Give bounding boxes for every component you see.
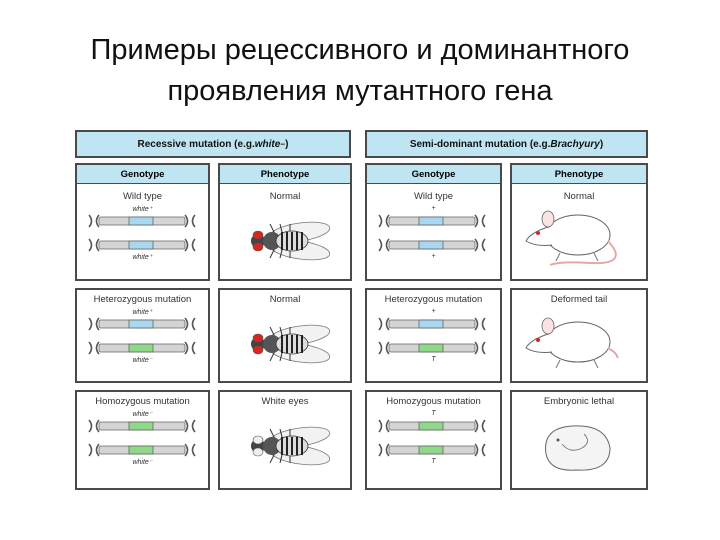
phenotype-illustration <box>220 308 350 378</box>
phenotype-illustration <box>220 410 350 480</box>
chromosome-bottom <box>379 342 485 354</box>
fly-eye <box>253 231 263 239</box>
recessive-header-close: ) <box>285 139 288 150</box>
title-line-2: проявления мутантного гена <box>0 71 720 112</box>
genotype-label: Heterozygous mutation <box>77 294 208 305</box>
chromosome-bottom <box>379 444 485 456</box>
chromosome-pair <box>77 414 207 474</box>
fly-eye <box>253 436 263 444</box>
phenotype-illustration <box>512 205 642 275</box>
recessive-phenotype-header: Phenotype <box>220 165 350 184</box>
chromosome-pair <box>367 414 497 474</box>
semidominant-genotype-header: Genotype <box>367 165 500 184</box>
recessive-phenotype-panel-1: Normal <box>218 288 352 383</box>
genotype-label: Homozygous mutation <box>77 396 208 407</box>
chromosome-top <box>379 420 485 432</box>
chromosome-top <box>89 420 195 432</box>
semidominant-phenotype-panel-2: Embryonic lethal <box>510 390 648 490</box>
chromosome-top <box>379 215 485 227</box>
chromosome-bottom <box>89 239 195 251</box>
semidominant-phenotype-panel-1: Deformed tail <box>510 288 648 383</box>
genotype-label: Wild type <box>367 191 500 202</box>
phenotype-label: Deformed tail <box>512 294 646 305</box>
phenotype-illustration <box>220 205 350 275</box>
semidominant-phenotype-header: Phenotype <box>512 165 646 184</box>
fruit-fly-icon <box>251 424 331 468</box>
genotype-label: Wild type <box>77 191 208 202</box>
phenotype-label: Normal <box>220 191 350 202</box>
recessive-header-text: Recessive mutation (e.g. <box>137 139 254 150</box>
fly-eye <box>253 334 263 342</box>
recessive-phenotype-panel-2: White eyes <box>218 390 352 490</box>
phenotype-label: White eyes <box>220 396 350 407</box>
semidominant-header-close: ) <box>600 139 603 150</box>
recessive-header-gene: white <box>255 139 281 150</box>
embryo-icon <box>546 426 610 470</box>
recessive-genotype-header: Genotype <box>77 165 208 184</box>
recessive-header: Recessive mutation (e.g. white−) <box>75 130 351 158</box>
genotype-label: Homozygous mutation <box>367 396 500 407</box>
genotype-label: Heterozygous mutation <box>367 294 500 305</box>
phenotype-label: Normal <box>220 294 350 305</box>
chromosome-top <box>379 318 485 330</box>
chromosome-pair <box>367 312 497 372</box>
semidominant-header: Semi-dominant mutation (e.g. Brachyury) <box>365 130 648 158</box>
chromosome-pair <box>367 209 497 269</box>
fruit-fly-icon <box>251 219 331 263</box>
chromosome-pair <box>77 312 207 372</box>
phenotype-illustration <box>512 410 642 480</box>
phenotype-label: Embryonic lethal <box>512 396 646 407</box>
slide-title: Примеры рецессивного и доминантного проя… <box>0 30 720 112</box>
chromosome-top <box>89 215 195 227</box>
title-line-1: Примеры рецессивного и доминантного <box>0 30 720 71</box>
phenotype-illustration <box>512 308 642 378</box>
fruit-fly-icon <box>251 322 331 366</box>
chromosome-pair <box>77 209 207 269</box>
semidominant-header-text: Semi-dominant mutation (e.g. <box>410 139 551 150</box>
phenotype-label: Normal <box>512 191 646 202</box>
chromosome-bottom <box>379 239 485 251</box>
chromosome-top <box>89 318 195 330</box>
mouse-icon <box>526 211 616 265</box>
mouse-icon <box>526 318 618 368</box>
chromosome-bottom <box>89 444 195 456</box>
semidominant-header-gene: Brachyury <box>550 139 599 150</box>
chromosome-bottom <box>89 342 195 354</box>
semidominant-genotype-panel-1: Heterozygous mutation+T <box>365 288 502 383</box>
